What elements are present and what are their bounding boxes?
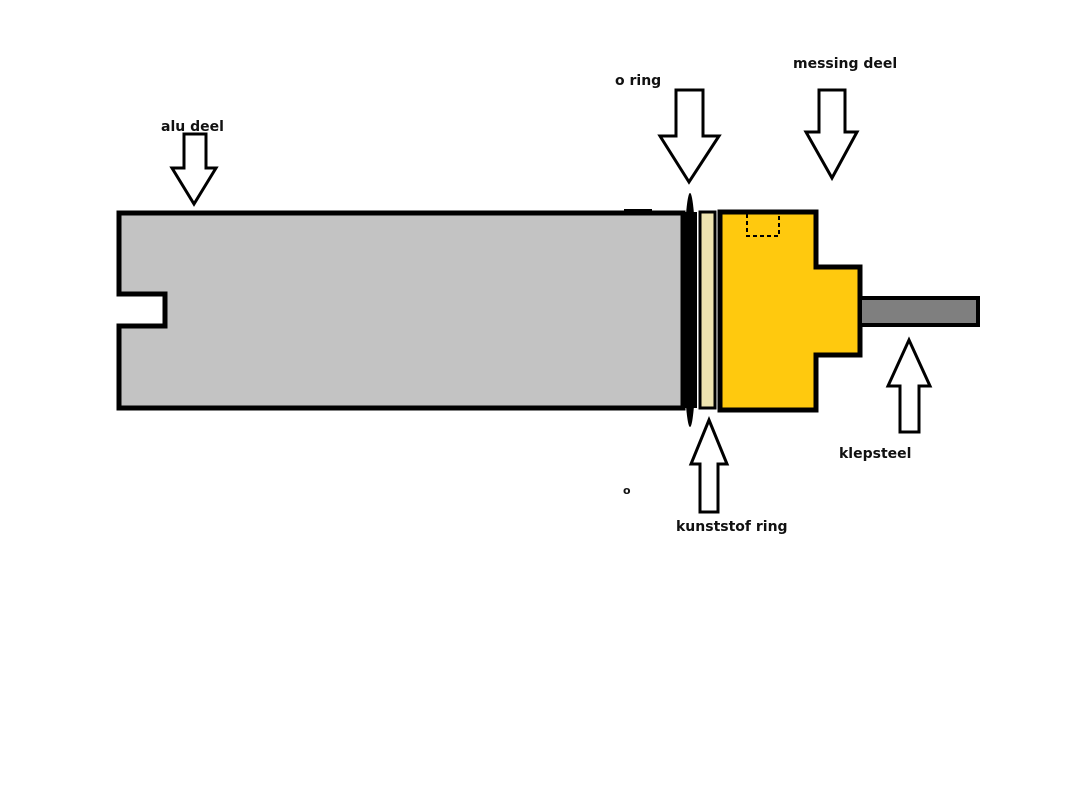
klepsteel-part <box>858 296 980 327</box>
o-ring-label: o ring <box>615 73 662 89</box>
stray-mark: o <box>623 484 631 497</box>
down-arrow-icon <box>657 88 722 185</box>
up-arrow-icon <box>885 336 933 434</box>
messing-deel-label: messing deel <box>793 56 898 72</box>
o-ring-part <box>683 193 697 427</box>
up-arrow-icon <box>688 416 730 514</box>
down-arrow-icon <box>803 88 860 182</box>
alu-deel-label: alu deel <box>161 119 224 135</box>
klepsteel-label: klepsteel <box>839 446 912 462</box>
down-arrow-icon <box>169 132 219 207</box>
messing-part <box>717 209 863 413</box>
kunststof-ring-part <box>698 210 717 410</box>
kunststof-ring-label: kunststof ring <box>676 519 788 535</box>
alu-body <box>116 210 686 411</box>
hidden-detail-dashed <box>746 212 780 237</box>
